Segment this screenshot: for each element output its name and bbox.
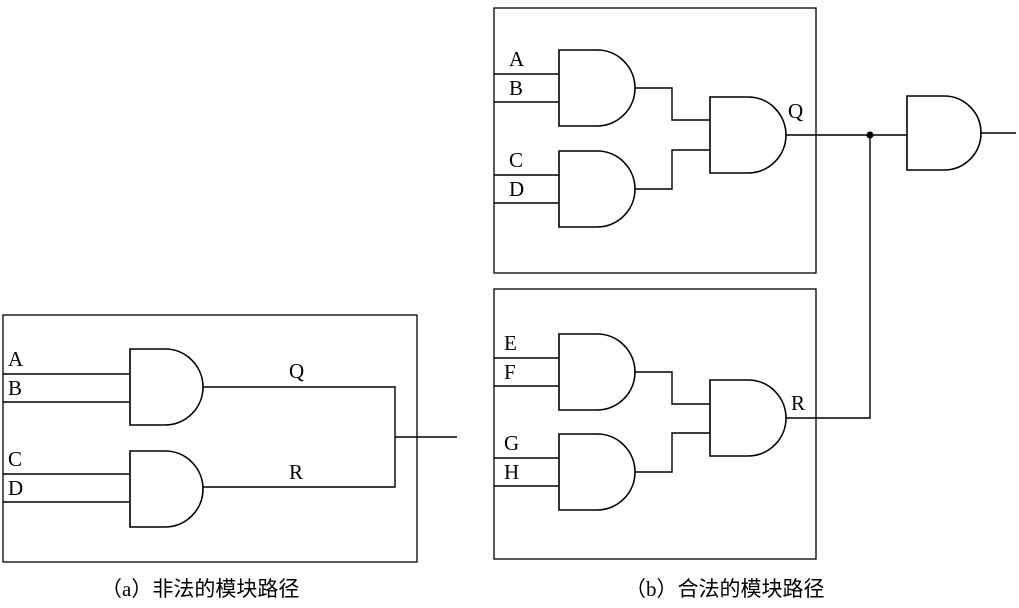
label-b-bot-in-0: E bbox=[504, 331, 517, 355]
and-gate-a2 bbox=[129, 450, 204, 528]
and-gate-b1 bbox=[558, 49, 636, 127]
label-b-top-in-0: A bbox=[509, 47, 525, 71]
label-b-top-in-3: D bbox=[509, 177, 524, 201]
module-box-a bbox=[2, 314, 418, 563]
label-a-out-q: Q bbox=[289, 359, 304, 383]
and-gate-b3 bbox=[709, 96, 787, 174]
wire-b2-to-b3 bbox=[635, 149, 710, 190]
and-gate-external bbox=[906, 95, 982, 171]
and-gate-b5 bbox=[558, 433, 636, 511]
diagram-b: A B C D Q E F G H R （b）合法的模块路径 bbox=[493, 7, 1016, 601]
wire-r-out bbox=[786, 135, 871, 419]
module-box-b-top bbox=[493, 7, 817, 274]
module-box-b-bottom bbox=[493, 288, 817, 560]
and-gate-b2 bbox=[558, 150, 636, 228]
and-gate-b6 bbox=[709, 379, 787, 457]
label-a-in-2: C bbox=[8, 447, 22, 471]
caption-a: （a）非法的模块路径 bbox=[101, 577, 299, 601]
label-b-bot-in-3: H bbox=[504, 460, 519, 484]
label-b-top-in-1: B bbox=[509, 76, 523, 100]
and-gate-a1 bbox=[129, 348, 204, 426]
label-b-top-out-q: Q bbox=[788, 99, 803, 123]
label-b-bot-out-r: R bbox=[791, 391, 805, 415]
label-a-in-1: B bbox=[8, 376, 22, 400]
wire-b1-to-b3 bbox=[635, 87, 710, 121]
label-b-bot-in-2: G bbox=[504, 431, 519, 455]
label-a-in-3: D bbox=[8, 476, 23, 500]
label-b-bot-in-1: F bbox=[504, 360, 516, 384]
label-b-top-in-2: C bbox=[509, 148, 523, 172]
wire-b5-to-b6 bbox=[635, 432, 710, 473]
label-a-in-0: A bbox=[8, 347, 24, 371]
caption-b: （b）合法的模块路径 bbox=[625, 577, 825, 601]
and-gate-b4 bbox=[558, 333, 636, 411]
label-a-out-r: R bbox=[289, 460, 303, 484]
junction-dot bbox=[866, 131, 874, 139]
wire-b4-to-b6 bbox=[635, 371, 710, 405]
diagram-a: A B C D Q R （a）非法的模块路径 bbox=[2, 314, 457, 601]
